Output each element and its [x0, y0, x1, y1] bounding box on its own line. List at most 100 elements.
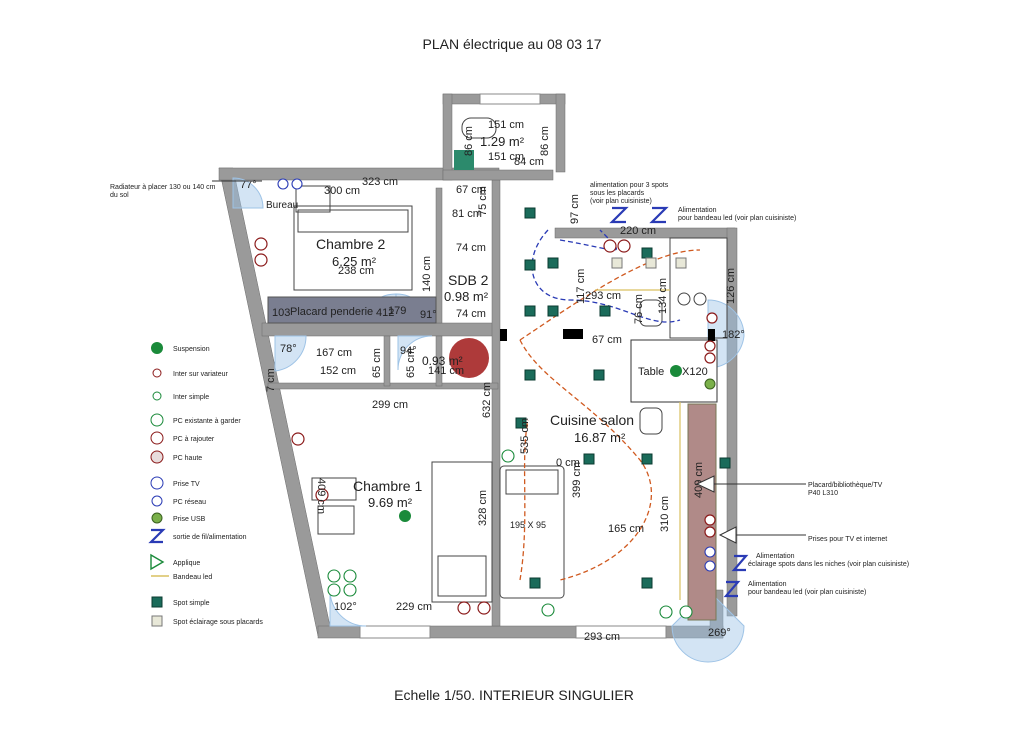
legend-label: Bandeau led — [173, 574, 212, 581]
legend-label: PC haute — [173, 455, 202, 462]
svg-text:74 cm: 74 cm — [456, 242, 486, 254]
svg-text:éclairage spots dans les niche: éclairage spots dans les niches (voir pl… — [748, 561, 909, 568]
svg-text:74 cm: 74 cm — [456, 308, 486, 320]
under-cabinet-spot-icon: Spot éclairage sous placards — [151, 615, 263, 627]
svg-text:77°: 77° — [240, 179, 257, 191]
svg-text:269°: 269° — [708, 627, 731, 639]
svg-text:535 cm: 535 cm — [519, 418, 531, 454]
svg-text:220 cm: 220 cm — [620, 225, 656, 237]
svg-text:140 cm: 140 cm — [421, 256, 433, 292]
svg-text:103: 103 — [272, 307, 290, 319]
svg-text:0.98 m²: 0.98 m² — [444, 289, 489, 304]
svg-text:0 cm: 0 cm — [556, 457, 580, 469]
led-strip-icon: Bandeau led — [151, 574, 212, 581]
spot-icon: Spot simple — [151, 596, 210, 608]
room-labels: Chambre 2 6.25 m² SDB 2 0.98 m² 1.29 m² … — [316, 134, 634, 510]
svg-text:du sol: du sol — [110, 192, 129, 199]
svg-text:sous les placards: sous les placards — [590, 190, 645, 197]
svg-text:165 cm: 165 cm — [608, 523, 644, 535]
svg-text:Cuisine salon: Cuisine salon — [550, 412, 634, 428]
svg-text:Radiateur à placer 130 ou 140: Radiateur à placer 130 ou 140 cm — [110, 184, 216, 191]
desk-chambre-2 — [295, 185, 331, 213]
shower-drain — [449, 338, 489, 378]
svg-text:9.69 m²: 9.69 m² — [368, 495, 413, 510]
bed-chambre-2 — [293, 205, 413, 291]
svg-text:293 cm: 293 cm — [584, 631, 620, 643]
svg-text:238 cm: 238 cm — [338, 265, 374, 277]
table-size: X120 — [682, 366, 708, 378]
legend-label: Prise TV — [173, 481, 200, 488]
desk-label: Bureau — [266, 200, 298, 211]
svg-text:86 cm: 86 cm — [463, 126, 475, 156]
svg-text:78°: 78° — [280, 343, 297, 355]
existing-outlets — [327, 449, 693, 619]
table-label: Table — [638, 366, 664, 378]
svg-text:151 cm: 151 cm — [488, 119, 524, 131]
legend-label: sortie de fil/alimentation — [173, 534, 247, 541]
svg-text:Prises pour TV et internet: Prises pour TV et internet — [808, 536, 887, 543]
svg-text:310 cm: 310 cm — [659, 496, 671, 532]
tv-cabinet — [687, 403, 717, 621]
svg-text:167 cm: 167 cm — [316, 347, 352, 359]
wiring — [519, 229, 701, 581]
svg-text:182°: 182° — [722, 329, 745, 341]
tv-outlet-icon: Prise TV — [150, 476, 200, 490]
svg-text:7 cm: 7 cm — [265, 368, 277, 392]
svg-text:141 cm: 141 cm — [428, 365, 464, 377]
legend-label: PC existante à garder — [173, 418, 241, 425]
svg-text:Alimentation: Alimentation — [756, 553, 795, 560]
svg-text:399 cm: 399 cm — [571, 462, 583, 498]
legend-label: Prise USB — [173, 516, 206, 523]
svg-text:97 cm: 97 cm — [569, 194, 581, 224]
toilet — [461, 117, 497, 139]
svg-text:P40 L310: P40 L310 — [808, 490, 838, 497]
svg-text:6.25 m²: 6.25 m² — [332, 254, 377, 269]
svg-text:16.87 m²: 16.87 m² — [574, 430, 626, 445]
desk-chambre-1 — [317, 505, 355, 535]
svg-text:SDB 2: SDB 2 — [448, 272, 489, 288]
svg-text:84 cm: 84 cm — [514, 156, 544, 168]
dimensions: 151 cm 151 cm 84 cm 86 cm 86 cm 323 cm 3… — [265, 119, 737, 643]
door-angles: 77° 91° 78° 94° 182° 102° 269° — [240, 179, 745, 639]
svg-text:Alimentation: Alimentation — [748, 581, 787, 588]
legend-label: Inter simple — [173, 394, 209, 401]
usb-outlet — [704, 378, 716, 390]
svg-text:409 cm: 409 cm — [693, 462, 705, 498]
legend-label: Spot simple — [173, 600, 210, 607]
svg-text:65 cm: 65 cm — [405, 348, 417, 378]
kitchen-counter — [669, 237, 728, 339]
bed-chambre-1 — [431, 461, 493, 603]
svg-text:1.29 m²: 1.29 m² — [480, 134, 525, 149]
outlets — [254, 237, 718, 615]
legend-label: Spot éclairage sous placards — [173, 619, 263, 626]
svg-text:76 cm: 76 cm — [633, 294, 645, 324]
existing-outlet-icon: PC existante à garder — [150, 413, 241, 427]
svg-text:299 cm: 299 cm — [372, 399, 408, 411]
wardrobe — [267, 296, 437, 324]
windows — [359, 93, 667, 639]
svg-text:126 cm: 126 cm — [725, 268, 737, 304]
wire-outlet-markers — [609, 206, 749, 598]
svg-text:Chambre 2: Chambre 2 — [316, 236, 385, 252]
svg-text:75 cm: 75 cm — [477, 186, 489, 216]
legend-label: Applique — [173, 560, 200, 567]
svg-text:pour bandeau led (voir plan cu: pour bandeau led (voir plan cuisiniste) — [678, 215, 796, 222]
spots — [515, 207, 731, 589]
svg-text:65 cm: 65 cm — [371, 348, 383, 378]
usb-outlet-icon: Prise USB — [151, 512, 206, 524]
new-outlet-icon: PC à rajouter — [150, 431, 215, 445]
sofa-size: 195 X 95 — [510, 520, 546, 530]
page-footer: Echelle 1/50. INTERIEUR SINGULIER — [394, 687, 634, 703]
under-cabinet-spots — [611, 257, 687, 269]
svg-text:(voir plan cuisiniste): (voir plan cuisiniste) — [590, 198, 652, 205]
svg-text:300 cm: 300 cm — [324, 185, 360, 197]
svg-text:alimentation pour 3 spots: alimentation pour 3 spots — [590, 182, 669, 189]
svg-text:Alimentation: Alimentation — [678, 207, 717, 214]
high-outlet-icon: PC haute — [150, 450, 202, 464]
svg-text:328 cm: 328 cm — [477, 490, 489, 526]
svg-text:409 cm: 409 cm — [315, 478, 327, 514]
svg-text:91°: 91° — [420, 309, 437, 321]
svg-text:151 cm: 151 cm — [488, 151, 524, 163]
svg-text:117 cm: 117 cm — [575, 269, 587, 304]
